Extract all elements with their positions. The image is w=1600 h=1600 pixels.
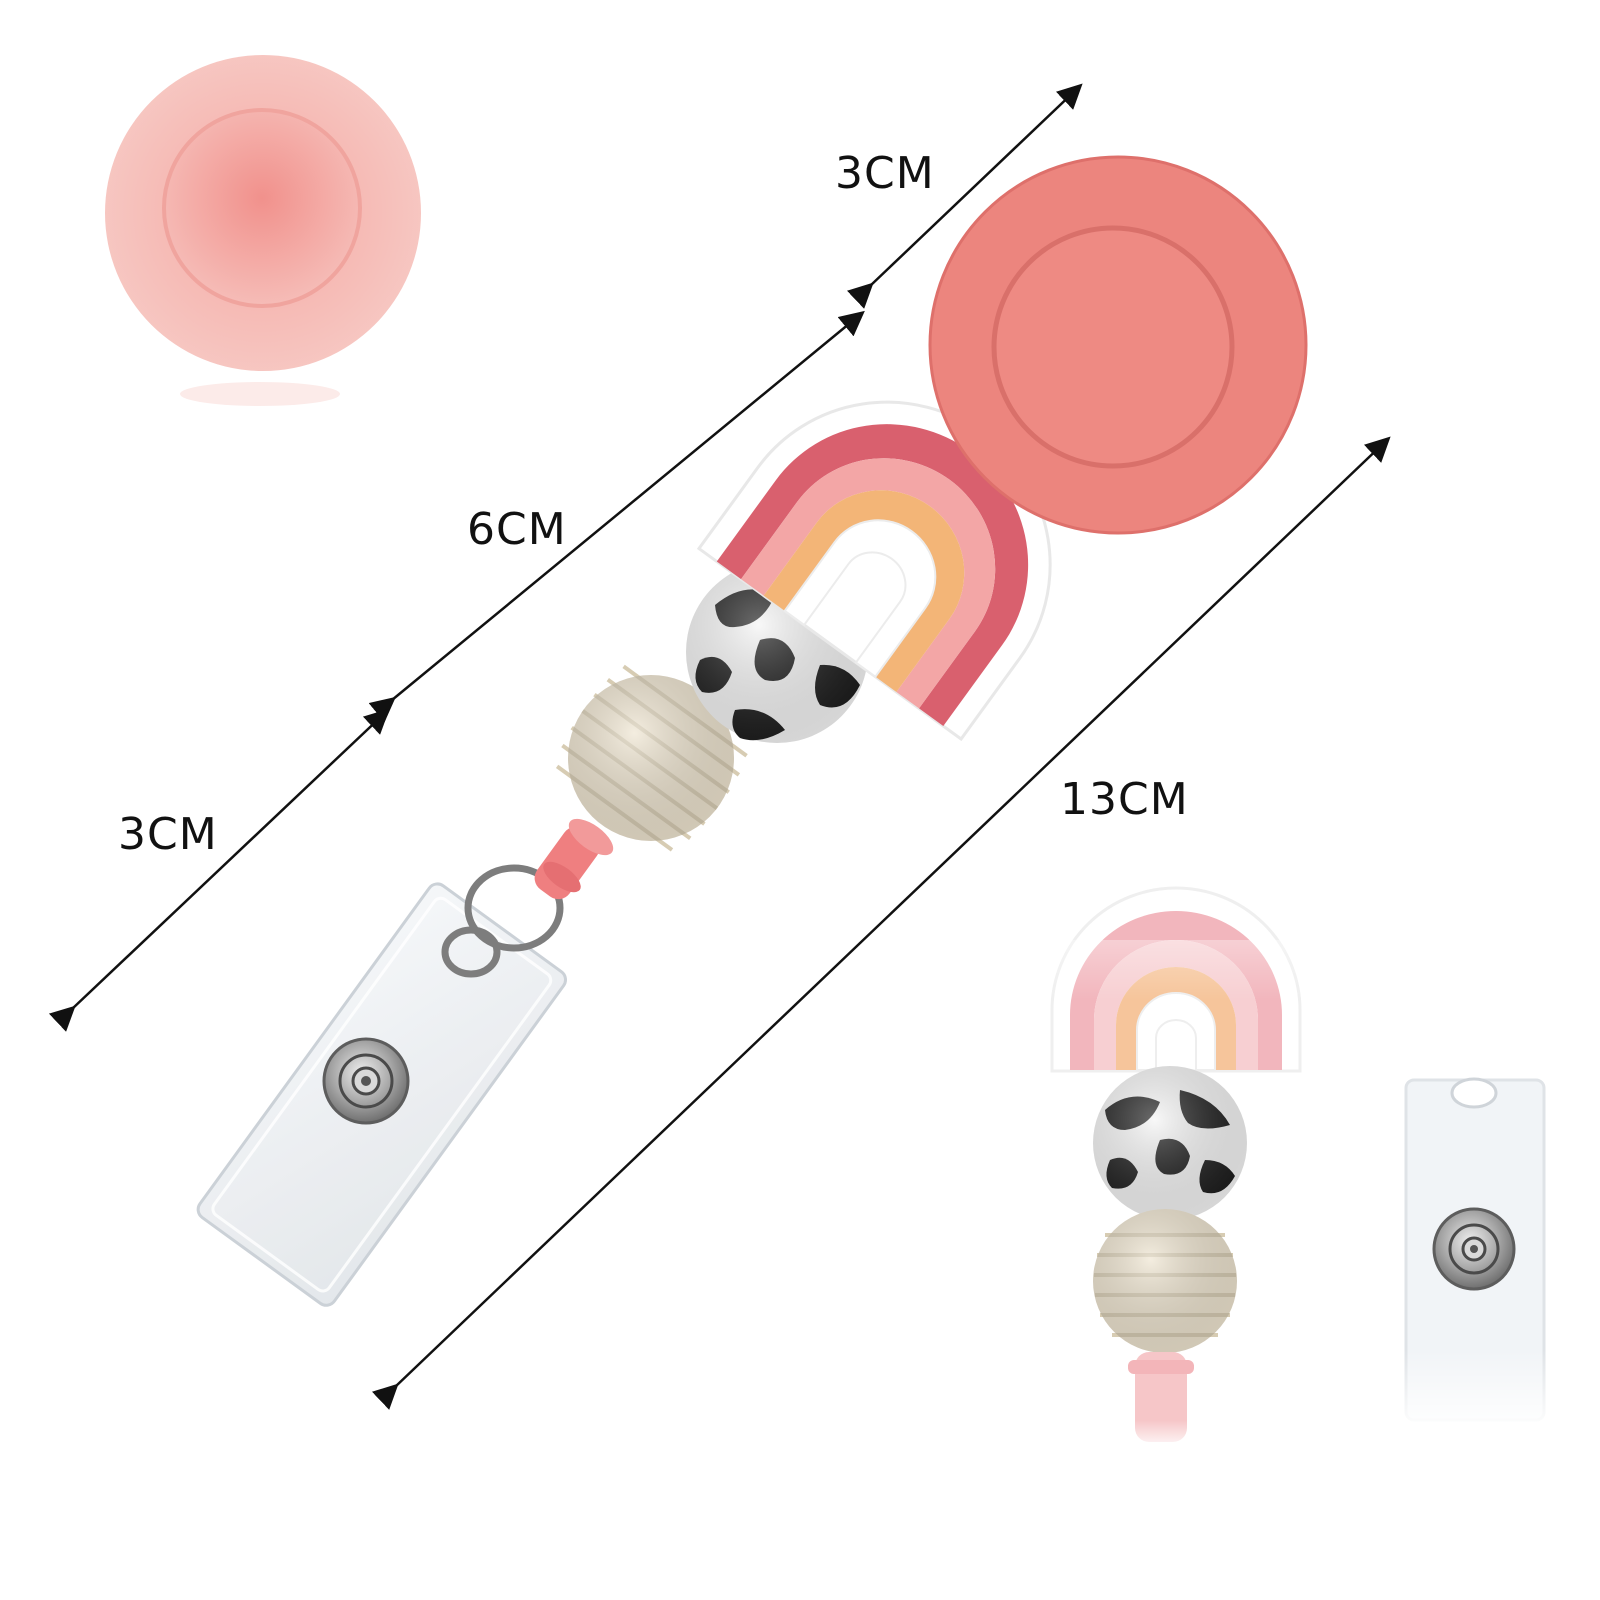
reel-back-inner-icon <box>162 108 362 308</box>
snap-button-icon <box>322 1037 410 1125</box>
label-reel-to-clip: 6CM <box>467 504 567 555</box>
arrow-reel-diameter <box>846 83 1083 309</box>
arrow-clip-length <box>48 708 390 1032</box>
reel-back-view <box>105 55 421 406</box>
rainbow-charm-icon <box>696 400 1052 742</box>
ribbed-bead-icon <box>555 664 748 852</box>
arrow-total-length <box>371 436 1391 1410</box>
badge-reel-icon <box>928 155 1308 535</box>
charm-detail-view <box>1050 886 1302 1450</box>
rainbow-detail-icon <box>1050 886 1302 1073</box>
label-clip-length: 3CM <box>118 809 218 860</box>
reel-back-reflection <box>180 382 340 406</box>
label-reel-diameter: 3CM <box>835 148 935 199</box>
ribbed-detail-bead-icon <box>1093 1209 1237 1353</box>
cord-detail-icon <box>1128 1352 1200 1450</box>
badge-reel-assembly <box>196 155 1308 1307</box>
clip-detail-hole-icon <box>1450 1077 1498 1109</box>
cord-connector-icon <box>534 818 614 900</box>
clip-detail-view <box>1400 1077 1550 1430</box>
cow-detail-bead-icon <box>1093 1066 1247 1220</box>
label-total-length: 13CM <box>1060 774 1189 825</box>
clip-detail-snap-icon <box>1432 1207 1516 1291</box>
dimension-arrows <box>48 83 1391 1410</box>
split-ring-icon <box>441 864 564 978</box>
